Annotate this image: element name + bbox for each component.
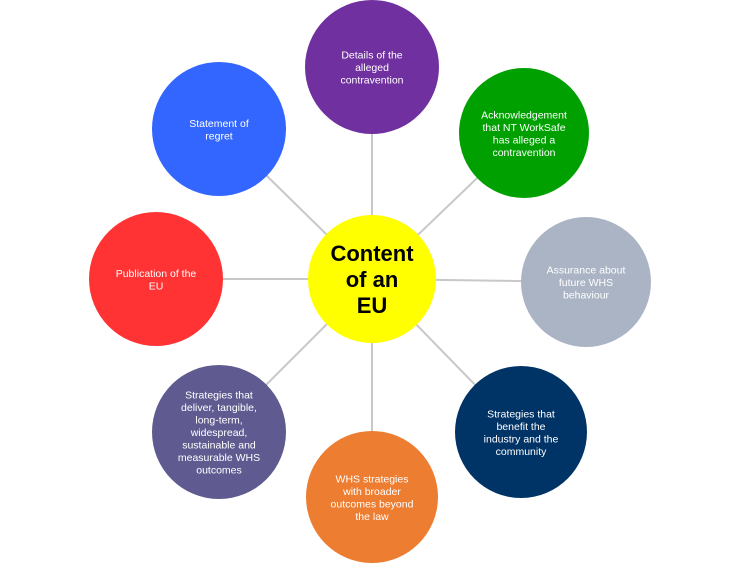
node-label-line: future WHS <box>559 277 613 289</box>
node-label-line: Acknowledgement <box>481 109 567 121</box>
center-label-line: Content <box>330 241 414 266</box>
center-label-line: of an <box>346 267 399 292</box>
node-label-line: Details of the <box>341 50 402 62</box>
node-circle-strategies-outcomes <box>152 365 286 499</box>
node-label-line: sustainable and <box>182 440 256 452</box>
node-label-line: that NT WorkSafe <box>482 122 565 134</box>
node-label-line: Strategies that <box>487 408 555 420</box>
center-circle <box>308 215 436 343</box>
node-label-line: has alleged a <box>493 134 556 146</box>
node-label-line: widespread, <box>190 427 248 439</box>
node-label-line: industry and the <box>484 433 559 445</box>
node-label-line: contravention <box>492 147 555 159</box>
center-label-line: EU <box>357 293 388 318</box>
node-circle-strategies-industry <box>455 366 587 498</box>
node-label-line: measurable WHS <box>178 452 260 464</box>
node-label-line: behaviour <box>563 290 610 302</box>
node-label-line: long-term, <box>195 415 242 427</box>
node-label-line: Assurance about <box>547 265 626 277</box>
node-label-line: EU <box>149 280 164 292</box>
node-label-line: outcomes <box>196 465 242 477</box>
node-label-line: deliver, tangible, <box>181 402 257 414</box>
node-circle-acknowledgement <box>459 68 589 198</box>
node-label-line: Strategies that <box>185 390 253 402</box>
node-circle-details <box>305 0 439 134</box>
node-circle-whs-strategies <box>306 431 438 563</box>
node-label-line: community <box>496 446 548 458</box>
node-label-line: benefit the <box>496 421 545 433</box>
node-label-line: WHS strategies <box>336 473 409 485</box>
node-label-line: with broader <box>342 486 401 498</box>
node-label-line: Statement of <box>189 118 249 130</box>
node-circle-assurance <box>521 217 651 347</box>
node-label-line: alleged <box>355 62 389 74</box>
node-label-line: the law <box>355 511 389 523</box>
node-label-line: Publication of the <box>116 268 197 280</box>
node-label-line: outcomes beyond <box>331 498 414 510</box>
node-label-line: regret <box>205 130 233 142</box>
node-circle-regret <box>152 62 286 196</box>
node-circle-publication <box>89 212 223 346</box>
node-label-line: contravention <box>340 75 403 87</box>
